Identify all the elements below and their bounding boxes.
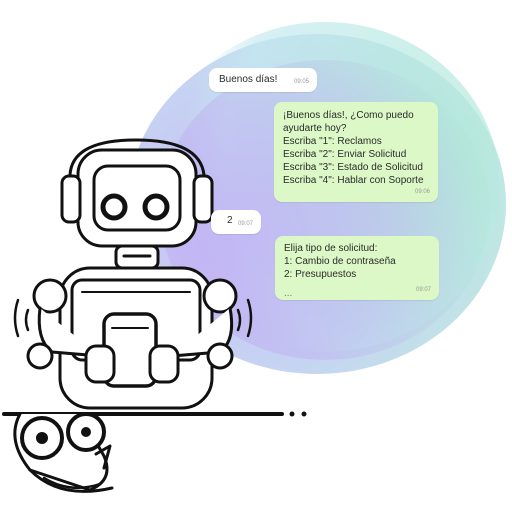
message-text: ayudarte hoy? (283, 123, 347, 134)
message-bot-request-types: Elija tipo de solicitud: 1: Cambio de co… (275, 236, 439, 300)
request-option-budgets: 2: Presupuestos (284, 269, 357, 280)
message-timestamp: 09:06 (414, 189, 430, 195)
menu-option-reclamos: Escriba "1": Reclamos (283, 136, 382, 147)
request-option-password: 1: Cambio de contraseña (284, 256, 396, 267)
message-bot-menu: ¡Buenos días!, ¿Como puedo ayudarte hoy?… (274, 102, 438, 202)
message-timestamp: 09:05 (293, 79, 309, 85)
robot-feet (13, 412, 114, 493)
message-text: Elija tipo de solicitud: (284, 243, 378, 254)
message-user-choice: 2 09:07 (211, 210, 261, 234)
menu-option-estado-solicitud: Escriba "3": Estado de Solicitud (283, 162, 423, 173)
message-user-greeting: Buenos días! 09:05 (209, 68, 317, 92)
message-timestamp: 09:07 (237, 221, 253, 227)
robot-head (60, 138, 214, 248)
message-timestamp: 09:07 (415, 287, 431, 293)
message-ellipsis: ... (284, 288, 293, 299)
menu-option-enviar-solicitud: Escriba "2": Enviar Solicitud (283, 149, 407, 160)
message-text: 2 (227, 215, 233, 226)
message-text: ¡Buenos días!, ¿Como puedo (283, 110, 414, 121)
menu-option-soporte: Escriba "4": Hablar con Soporte (283, 175, 424, 186)
message-text: Buenos días! (219, 74, 278, 85)
